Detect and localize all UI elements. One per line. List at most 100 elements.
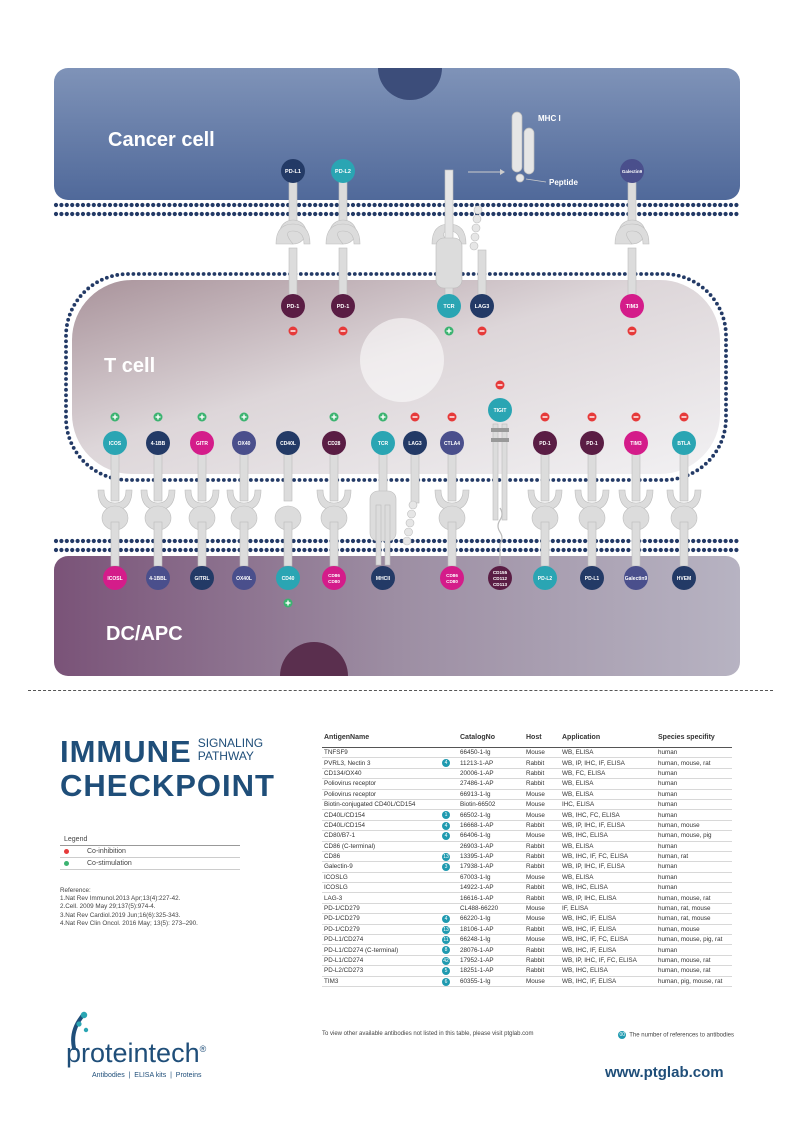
signal-minus-tcell-8	[447, 412, 457, 422]
table-cell-host: Rabbit	[524, 861, 560, 873]
signal-plus-top-2	[444, 326, 454, 336]
immune-checkpoint-diagram: Cancer cell T cell DC/APC MHC I Peptide …	[53, 68, 740, 676]
table-cell-catalog: Biotin-66502	[458, 799, 524, 811]
top-receptor-2: TCR	[437, 294, 461, 318]
cancer-membrane-bottom	[53, 211, 739, 217]
logo-tagline: Antibodies | ELISA kits | Proteins	[92, 1072, 202, 1079]
table-cell-antigen: PD-1/CD279	[322, 924, 458, 936]
legend: Legend Co-inhibition Co-stimulation	[60, 834, 240, 870]
legend-stimulation: Co-stimulation	[60, 858, 240, 870]
mhc1-label: MHC I	[538, 114, 561, 123]
table-cell-species: human, mouse, rat	[656, 955, 732, 967]
table-cell-app: WB, ELISA	[560, 747, 656, 759]
signal-minus-tcell-7	[410, 412, 420, 422]
table-cell-host: Rabbit	[524, 841, 560, 852]
svg-text:Galectin9: Galectin9	[625, 576, 648, 582]
table-cell-antigen: Biotin-conjugated CD40L/CD154	[322, 799, 458, 811]
reference-count-badge: 11	[442, 936, 450, 945]
apc-ligand-4: CD40	[276, 566, 300, 590]
tcell-receptor-7: LAG3	[403, 431, 427, 455]
proteintech-logo: proteintech® Antibodies | ELISA kits | P…	[60, 1010, 260, 1085]
table-cell-species: human, mouse, rat	[656, 892, 732, 904]
svg-text:TIM3: TIM3	[626, 304, 639, 310]
tcell-receptor-12: TIM3	[624, 431, 648, 455]
table-cell-species: human, mouse, pig, rat	[656, 934, 732, 946]
stimulation-icon	[64, 861, 69, 866]
tcell-receptor-3: OX40	[232, 431, 256, 455]
table-cell-catalog: 66913-1-Ig	[458, 789, 524, 800]
apc-ligand-1: 4-1BBL	[146, 566, 170, 590]
table-cell-antigen: PD-L1/CD274 (C-terminal)	[322, 944, 458, 956]
tcell-receptor-0: ICOS	[103, 431, 127, 455]
svg-text:PD-L2: PD-L2	[335, 169, 351, 175]
svg-text:TCR: TCR	[443, 304, 454, 310]
table-cell-species: human, mouse, rat	[656, 757, 732, 769]
top-receptor-1: PD-1	[331, 294, 355, 318]
svg-text:PD-1: PD-1	[539, 441, 551, 447]
table-cell-species: human	[656, 799, 732, 811]
table-cell-app: WB, IHC, ELISA	[560, 965, 656, 977]
table-header: AntigenName CatalogNo Host Application S…	[322, 732, 732, 748]
table-cell-species: human, mouse	[656, 924, 732, 936]
tcell-receptor-4: CD40L	[276, 431, 300, 455]
mhc1-complex: MHC I Peptide	[468, 111, 578, 187]
table-cell-species: human	[656, 747, 732, 759]
reference-count-badge: 4	[442, 821, 450, 830]
table-cell-host: Mouse	[524, 830, 560, 842]
website-link[interactable]: www.ptglab.com	[605, 1064, 724, 1081]
reference-count-badge: 13	[442, 852, 450, 861]
table-cell-species: human, mouse, pig	[656, 830, 732, 842]
table-cell-host: Mouse	[524, 913, 560, 925]
signal-plus-tcell-1	[153, 412, 163, 422]
table-cell-antigen: PVRL3, Nectin 3	[322, 757, 458, 769]
table-cell-catalog: 14922-1-AP	[458, 882, 524, 894]
svg-text:CD40: CD40	[282, 576, 295, 582]
divider	[28, 690, 773, 691]
signal-plus-tcell-0	[110, 412, 120, 422]
peptide-label: Peptide	[549, 178, 578, 187]
svg-text:PD-L1: PD-L1	[285, 169, 301, 175]
tcell-receptor-5: CD28	[322, 431, 346, 455]
table-cell-antigen: TIM3	[322, 976, 458, 988]
table-cell-species: human, rat, mouse	[656, 903, 732, 915]
svg-text:TCR: TCR	[378, 441, 389, 447]
title-sub2: PATHWAY	[197, 749, 254, 763]
table-cell-antigen: Poliovirus receptor	[322, 789, 458, 800]
svg-text:LAG3: LAG3	[408, 441, 422, 447]
cancer-cell: Cancer cell	[54, 68, 740, 200]
title-sub1: SIGNALING	[197, 736, 264, 750]
svg-text:Galectin9: Galectin9	[622, 169, 643, 174]
table-cell-app: WB, IP, IHC, IF, ELISA	[560, 757, 656, 769]
svg-text:ICOSL: ICOSL	[107, 576, 122, 582]
t-cell-label: T cell	[104, 355, 155, 377]
reference-count-badge: 6	[442, 977, 450, 986]
table-cell-app: WB, IHC, IF, ELISA	[560, 944, 656, 956]
table-cell-host: Mouse	[524, 799, 560, 811]
table-cell-species: human	[656, 944, 732, 956]
table-cell-antigen: CD40L/CD154	[322, 820, 458, 832]
logo-text: proteintech	[66, 1038, 200, 1068]
table-cell-host: Mouse	[524, 789, 560, 800]
tcell-receptor-2: GITR	[190, 431, 214, 455]
table-cell-app: WB, IP, IHC, IF, ELISA	[560, 861, 656, 873]
membranes	[53, 202, 739, 553]
table-cell-host: Rabbit	[524, 965, 560, 977]
signal-minus-tcell-12	[631, 412, 641, 422]
table-cell-host: Rabbit	[524, 882, 560, 894]
apc-ligand-0: ICOSL	[103, 566, 127, 590]
table-cell-app: WB, ELISA	[560, 841, 656, 852]
cancer-membrane-top	[53, 202, 739, 208]
